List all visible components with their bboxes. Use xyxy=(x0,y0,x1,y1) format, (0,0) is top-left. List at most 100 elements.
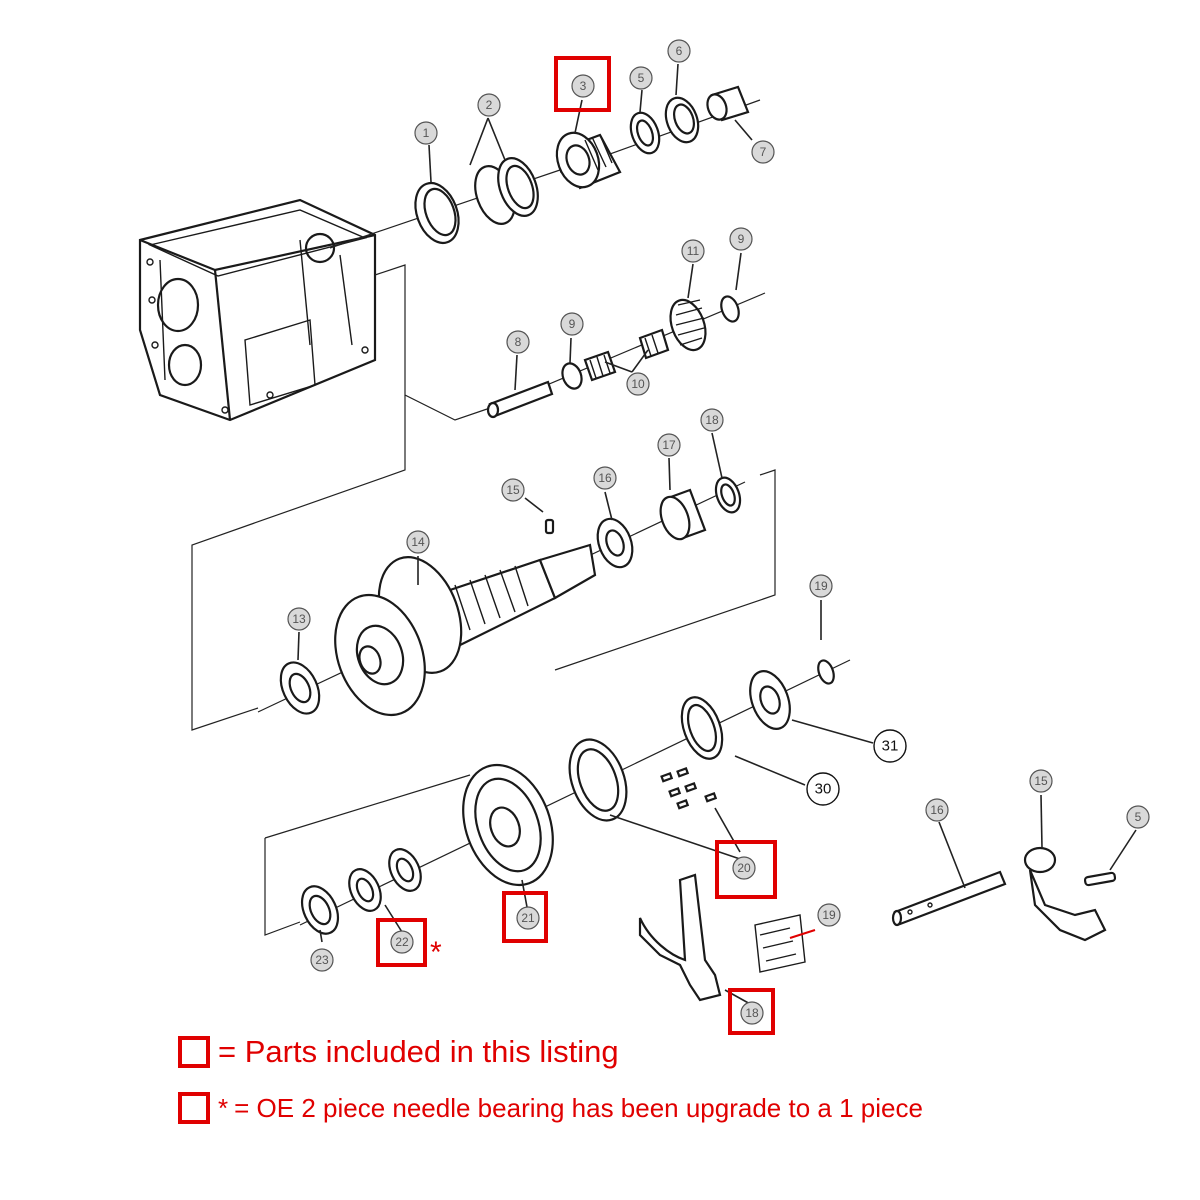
callout-3: 3 xyxy=(571,74,595,98)
svg-text:2: 2 xyxy=(486,98,493,112)
needle-bearing-10b xyxy=(638,328,670,360)
highlight-box-21 xyxy=(502,891,548,943)
input-gear-3 xyxy=(555,131,622,190)
svg-text:22: 22 xyxy=(395,935,409,949)
thrust-washer-9a xyxy=(561,362,583,390)
shift-rail-16 xyxy=(891,870,1007,927)
connector-line xyxy=(264,774,471,839)
callout-15: 15 xyxy=(501,478,525,502)
connector-line xyxy=(374,264,491,421)
svg-text:15: 15 xyxy=(1034,774,1048,788)
svg-text:17: 17 xyxy=(662,438,676,452)
svg-text:13: 13 xyxy=(292,612,306,626)
shift-fork-18 xyxy=(638,873,722,1002)
svg-text:21: 21 xyxy=(521,911,535,925)
svg-text:5: 5 xyxy=(1135,810,1142,824)
callout-31: 31 xyxy=(873,729,907,763)
svg-text:6: 6 xyxy=(676,44,683,58)
callout-23: 23 xyxy=(310,948,334,972)
callout-16b: 16 xyxy=(925,798,949,822)
callout-20: 20 xyxy=(732,856,756,880)
legend-box-icon xyxy=(178,1036,210,1068)
callout-5: 5 xyxy=(629,66,653,90)
asterisk-mark: * xyxy=(430,936,442,969)
synchro-keys xyxy=(660,767,718,810)
svg-text:8: 8 xyxy=(515,335,522,349)
legend-parts-included: = Parts included in this listing xyxy=(178,1034,619,1070)
svg-text:19: 19 xyxy=(814,579,828,593)
reverse-gear-21 xyxy=(462,763,554,887)
callout-15b: 15 xyxy=(1029,769,1053,793)
legend-upgrade-note: * = OE 2 piece needle bearing has been u… xyxy=(178,1092,923,1124)
svg-text:11: 11 xyxy=(687,244,700,258)
bearing-race-2 xyxy=(474,157,539,225)
callout-2: 2 xyxy=(477,93,501,117)
seal-6 xyxy=(664,96,700,144)
legend-box-icon xyxy=(178,1092,210,1124)
callout-10: 10 xyxy=(626,372,650,396)
idler-gear-11 xyxy=(669,298,707,352)
callout-18b: 18 xyxy=(740,1001,764,1025)
bushing-7 xyxy=(706,85,750,122)
bearing-13 xyxy=(279,661,321,715)
mainshaft-gear-cluster-14 xyxy=(334,543,597,717)
svg-text:1: 1 xyxy=(423,126,430,140)
bearing-16 xyxy=(596,517,634,569)
washer-5 xyxy=(629,111,661,155)
highlight-box-22 xyxy=(376,918,427,967)
shift-lever-15 xyxy=(1023,846,1117,942)
synchro-sleeve-20 xyxy=(568,738,628,822)
bearing-cup-17 xyxy=(659,488,707,541)
callout-1: 1 xyxy=(414,121,438,145)
svg-text:18: 18 xyxy=(745,1006,759,1020)
needle-bearing-22a xyxy=(348,868,382,912)
legend-text-2: = OE 2 piece needle bearing has been upg… xyxy=(234,1092,923,1123)
thrust-washer-9b xyxy=(720,295,740,323)
callout-21: 21 xyxy=(516,906,540,930)
callout-13: 13 xyxy=(287,607,311,631)
transmission-case xyxy=(138,198,377,422)
idler-shaft-8 xyxy=(486,380,554,419)
callout-30: 30 xyxy=(806,772,840,806)
callout-22: 22 xyxy=(390,930,414,954)
callout-8: 8 xyxy=(506,330,530,354)
highlight-box-20 xyxy=(715,840,777,899)
pin-15 xyxy=(544,518,555,535)
highlight-box-18 xyxy=(728,988,775,1035)
svg-text:9: 9 xyxy=(569,317,576,331)
svg-text:20: 20 xyxy=(737,861,751,875)
legend-text-1: = Parts included in this listing xyxy=(218,1034,619,1069)
leader-lines xyxy=(297,63,1137,1006)
snap-ring-1 xyxy=(414,181,460,245)
svg-text:15: 15 xyxy=(506,483,520,497)
svg-text:23: 23 xyxy=(315,953,329,967)
svg-text:14: 14 xyxy=(411,535,425,549)
synchro-ring-30 xyxy=(680,696,724,760)
connector-line xyxy=(264,838,301,936)
snap-ring-18 xyxy=(714,476,742,514)
callout-14: 14 xyxy=(406,530,430,554)
callout-18: 18 xyxy=(700,408,724,432)
svg-text:9: 9 xyxy=(738,232,745,246)
snap-ring-19 xyxy=(817,659,835,685)
highlight-box-3 xyxy=(554,56,611,112)
red-arrow xyxy=(789,929,816,939)
callout-9b: 9 xyxy=(729,227,753,251)
connector-line xyxy=(554,469,776,671)
callout-9a: 9 xyxy=(560,312,584,336)
svg-text:16: 16 xyxy=(598,471,612,485)
connector-line xyxy=(191,395,406,731)
needle-bearing-22b xyxy=(388,848,422,892)
callout-11: 11 xyxy=(681,239,705,263)
callout-16: 16 xyxy=(593,466,617,490)
svg-text:3: 3 xyxy=(580,79,587,93)
callout-19b: 19 xyxy=(817,903,841,927)
callout-6: 6 xyxy=(667,39,691,63)
synchro-hub-31 xyxy=(749,670,791,730)
callout-5b: 5 xyxy=(1126,805,1150,829)
svg-text:18: 18 xyxy=(705,413,719,427)
svg-text:5: 5 xyxy=(638,71,645,85)
svg-text:7: 7 xyxy=(760,145,767,159)
svg-text:16: 16 xyxy=(930,803,944,817)
